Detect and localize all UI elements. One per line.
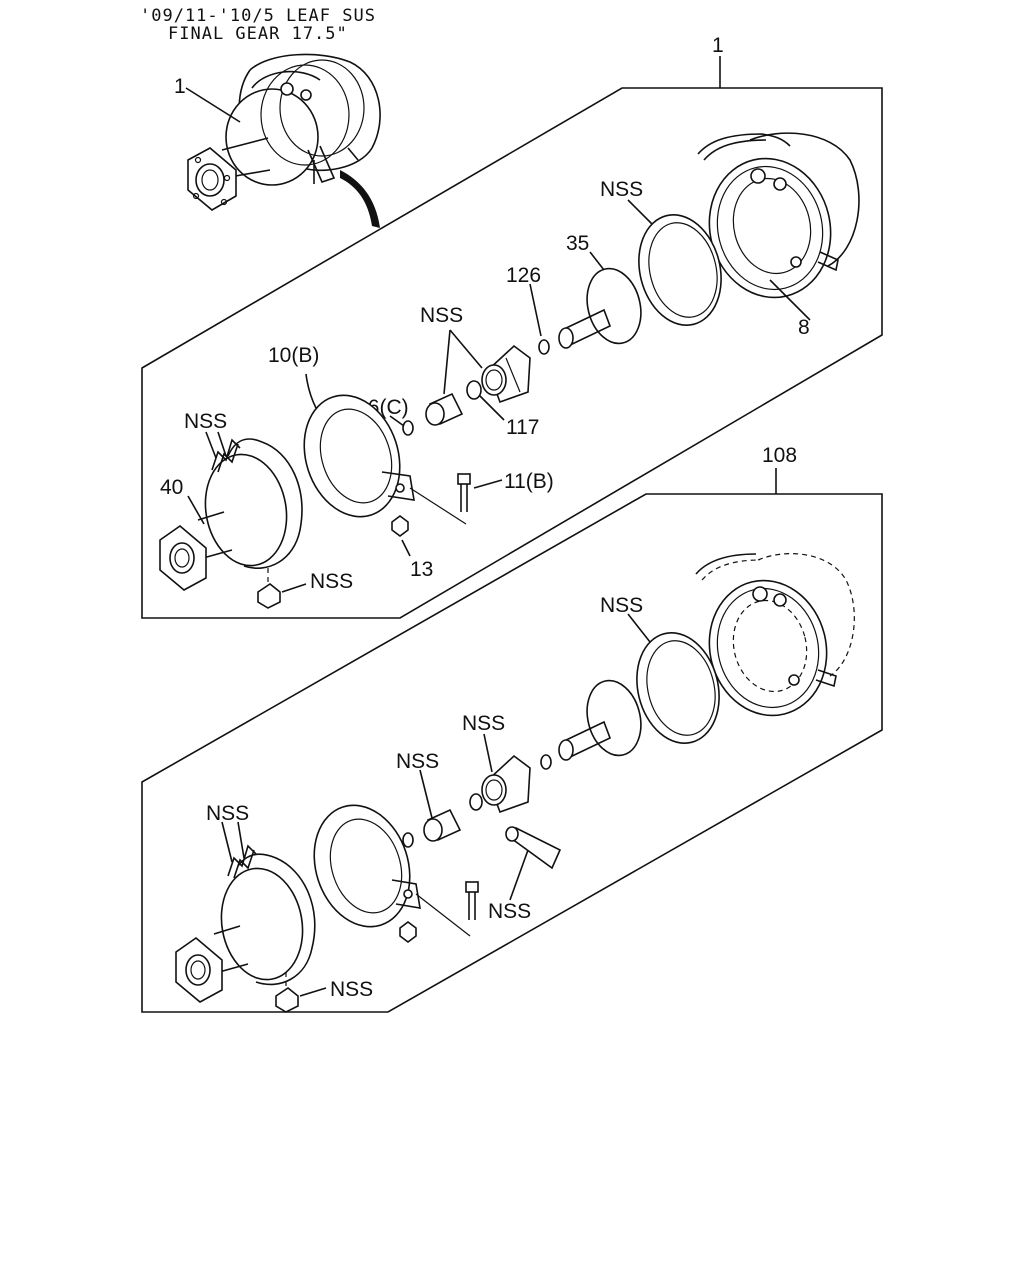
- g1-label-117: 117: [506, 416, 539, 439]
- group1-frame: [141, 87, 883, 619]
- group1-pipe-assembly: NSS 40 NSS: [159, 410, 353, 609]
- g1-label-11b: 11(B): [504, 470, 554, 493]
- group2-callout: 108: [762, 444, 797, 467]
- g2-label-nss-nut: NSS: [330, 978, 373, 1001]
- group1-chamber: 8: [697, 132, 860, 339]
- g2-label-nss-pin: NSS: [488, 900, 531, 923]
- g1-label-nss-pipe: NSS: [184, 410, 227, 433]
- g1-label-10b: 10(B): [268, 344, 319, 367]
- group2-chamber: [695, 553, 855, 717]
- group1-callout: 1: [712, 34, 724, 57]
- group2-gasket: NSS: [600, 594, 720, 744]
- overview-callout: 1: [174, 75, 186, 98]
- group2-clamp: [313, 804, 479, 943]
- group1-boot: NSS: [420, 304, 531, 404]
- g1-label-8: 8: [798, 316, 810, 339]
- g2-label-nss-bush: NSS: [396, 750, 439, 773]
- group2-boot: NSS: [462, 712, 531, 814]
- group1-bolt: 11(B) 13: [391, 470, 554, 581]
- overview-assembly: 1: [174, 53, 381, 228]
- group1-washer-126: [538, 339, 550, 355]
- group2-pushrod: [540, 679, 642, 770]
- g1-label-35: 35: [566, 232, 589, 255]
- g1-label-nss-nut: NSS: [310, 570, 353, 593]
- g1-label-126: 126: [506, 264, 541, 287]
- g1-label-nss-boot: NSS: [420, 304, 463, 327]
- g2-label-nss-pipe: NSS: [206, 802, 249, 825]
- final-gear-label: FINAL GEAR 17.5": [168, 24, 348, 44]
- g1-label-40: 40: [160, 476, 183, 499]
- group1-pushrod: 35: [558, 232, 642, 349]
- group2-pin: NSS: [488, 826, 562, 923]
- group1-clamp: 10(B): [268, 344, 467, 525]
- group2-bushing: NSS: [396, 750, 462, 848]
- group2-frame: [141, 493, 883, 1013]
- g2-label-nss-boot: NSS: [462, 712, 505, 735]
- group1-gasket: NSS: [600, 178, 722, 326]
- model-range-label: '09/11-'10/5 LEAF SUS: [140, 6, 376, 26]
- group2-pipe-assembly: NSS NSS: [175, 802, 373, 1013]
- g1-label-nss-gasket: NSS: [600, 178, 643, 201]
- g2-label-nss-gasket: NSS: [600, 594, 643, 617]
- g1-label-13: 13: [410, 558, 433, 581]
